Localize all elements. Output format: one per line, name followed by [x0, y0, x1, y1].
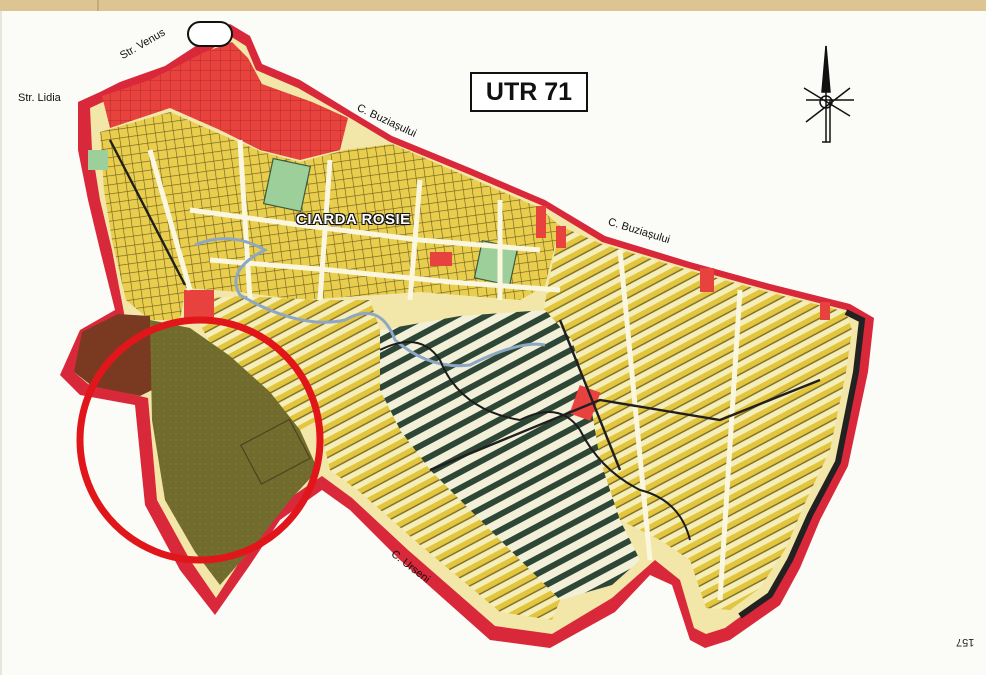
red-parcel	[700, 268, 714, 292]
green-space-1	[262, 157, 312, 213]
red-parcel	[556, 226, 566, 248]
stream	[379, 341, 691, 541]
red-parcel	[569, 385, 601, 421]
street-label-lidia: Str. Lidia	[18, 92, 61, 104]
residential-stripes-south	[318, 330, 560, 620]
map-title: UTR 71	[470, 72, 588, 112]
district-label: CIARDA ROSIE	[296, 211, 411, 228]
green-space-3	[88, 150, 108, 170]
left-edge	[0, 11, 2, 675]
top-bar-divider	[97, 0, 99, 11]
industrial-zone	[102, 42, 348, 160]
highlight-circle	[76, 316, 324, 564]
canal	[194, 237, 546, 368]
page-number: 157	[956, 636, 975, 648]
facility-outline	[240, 418, 311, 485]
red-parcel	[820, 302, 830, 320]
top-bar	[0, 0, 986, 11]
rail-lines	[108, 139, 821, 472]
red-parcel	[536, 206, 546, 238]
roundabout	[187, 21, 233, 47]
red-parcel	[184, 290, 214, 320]
residential-grid-north	[100, 112, 560, 320]
east-highway	[738, 309, 866, 619]
roads	[147, 139, 743, 601]
north-arrow-icon	[803, 45, 854, 143]
dark-parcels	[380, 310, 640, 600]
olive-zone	[150, 320, 318, 585]
residential-stripes-middle	[186, 296, 380, 430]
red-parcel	[430, 252, 452, 266]
